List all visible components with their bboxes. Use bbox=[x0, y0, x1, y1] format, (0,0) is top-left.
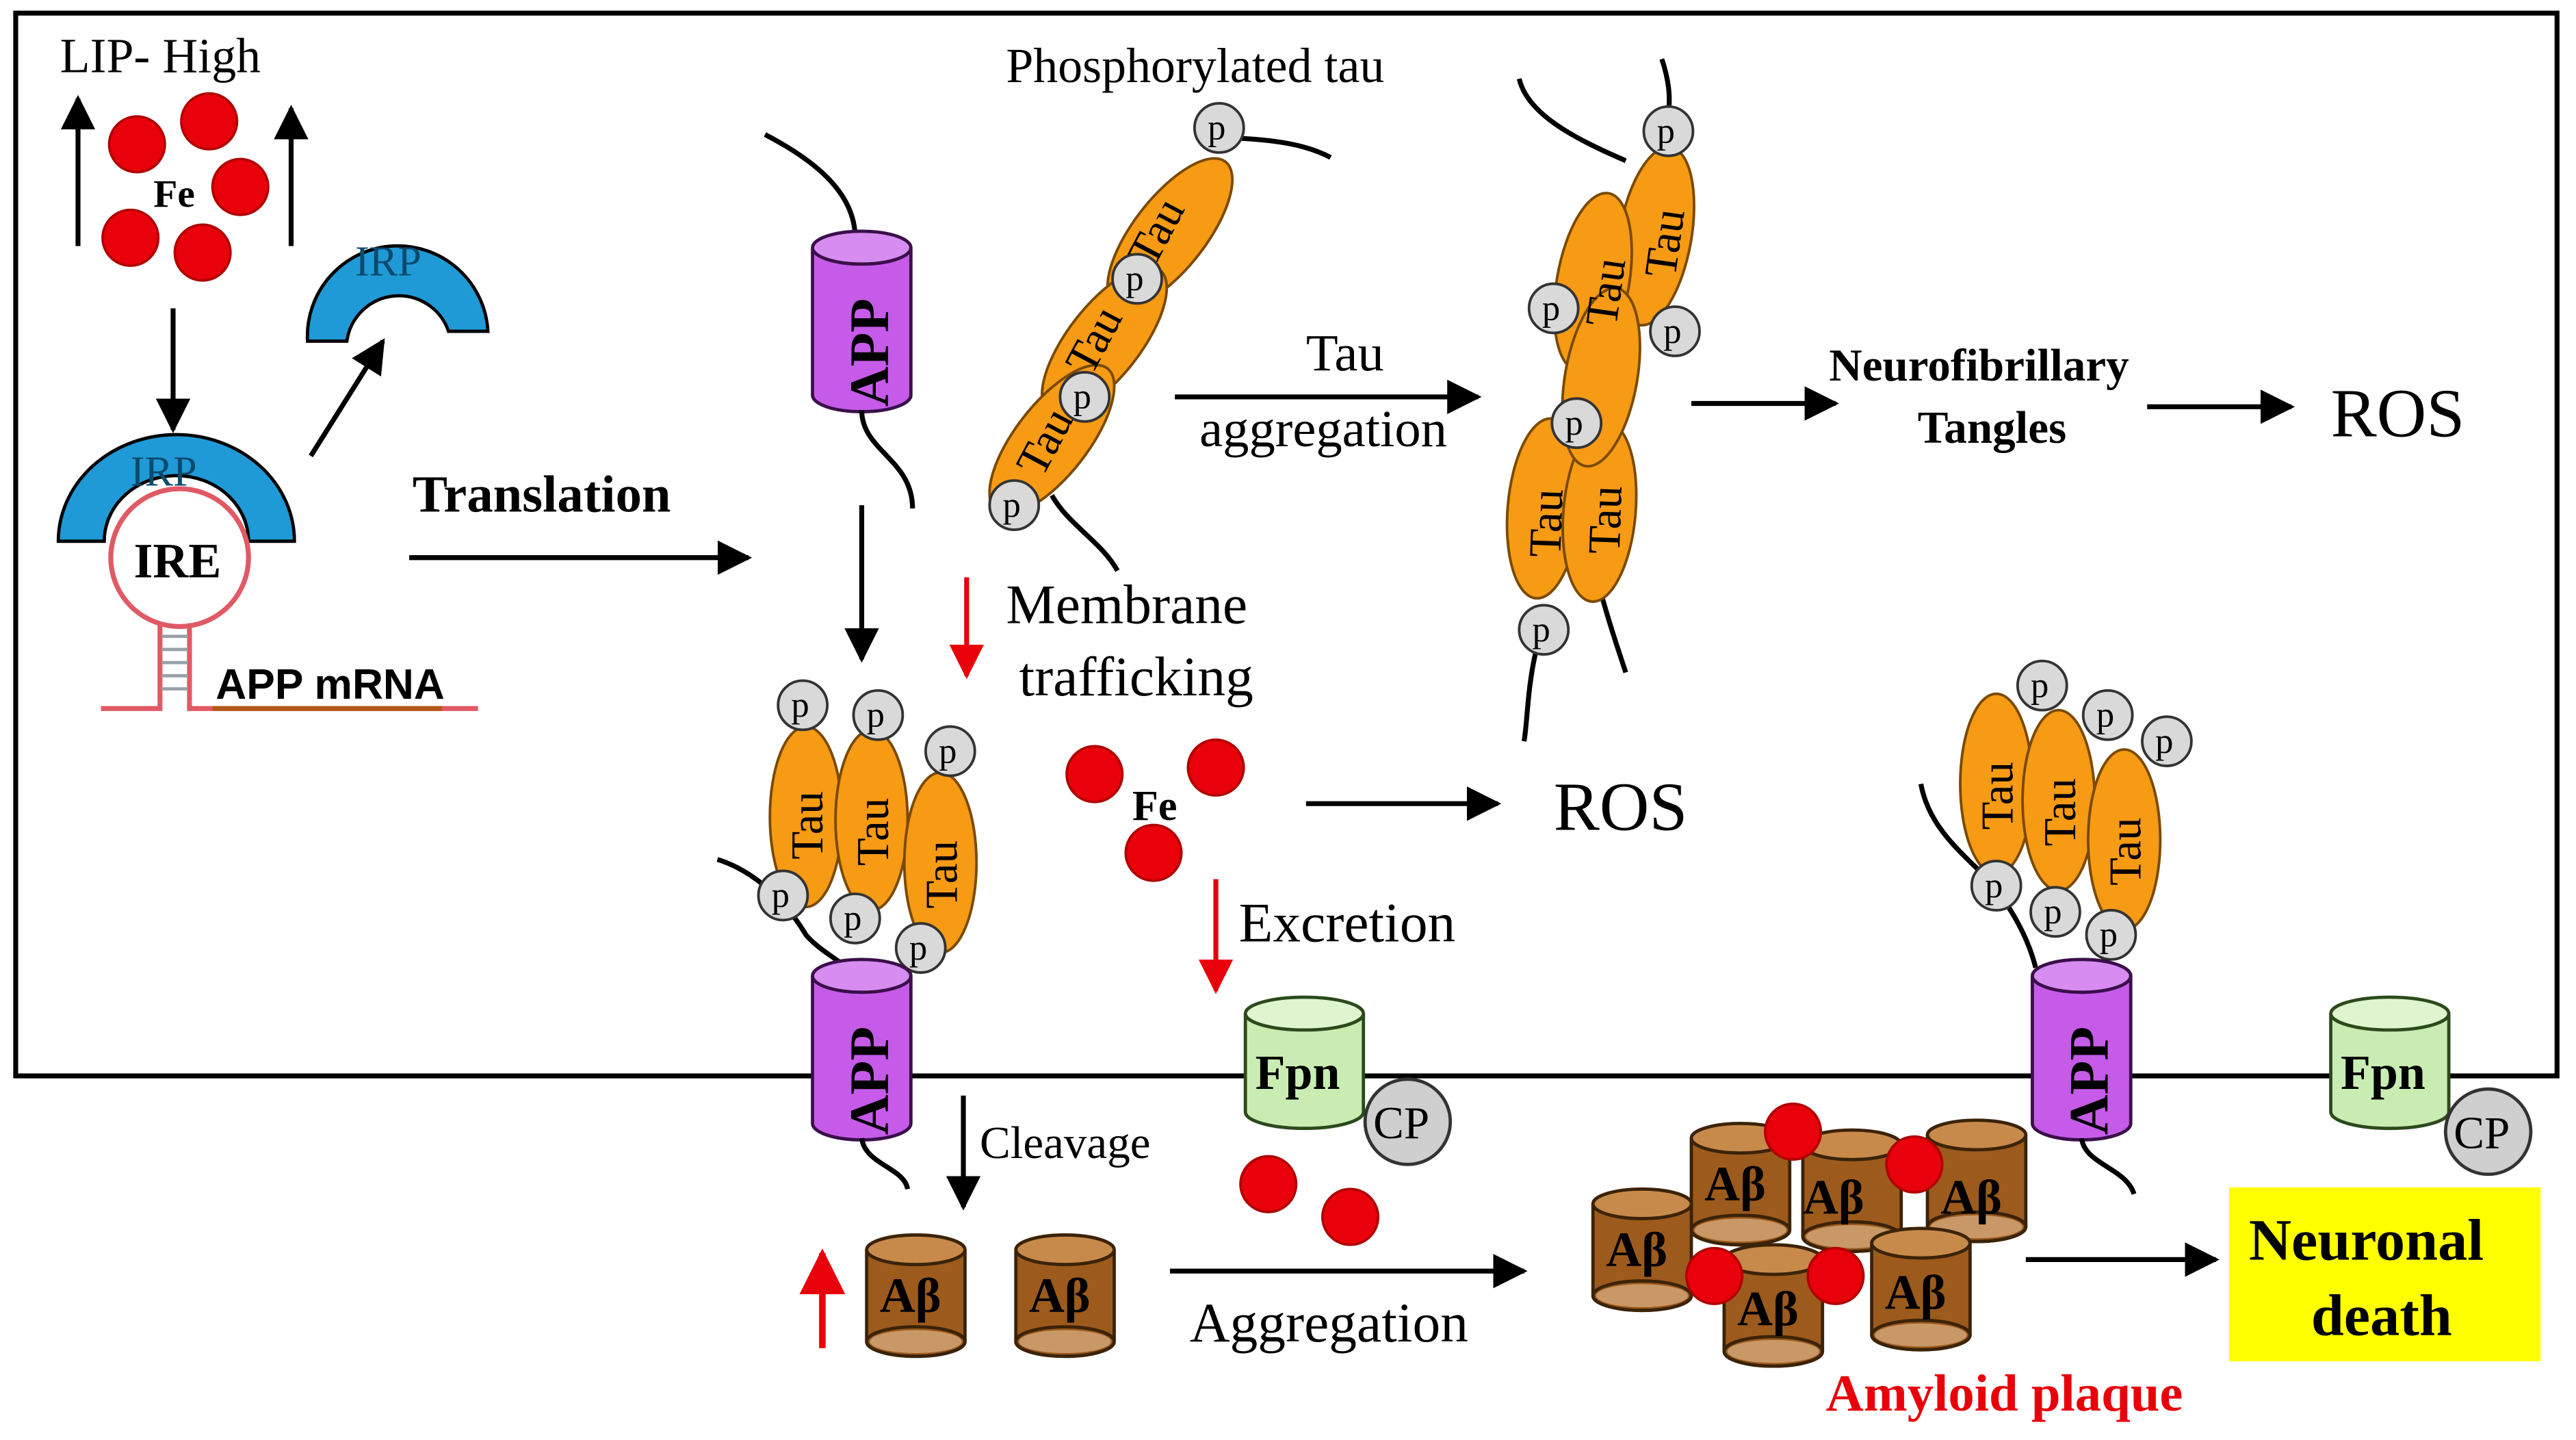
p-label: p bbox=[1542, 288, 1560, 328]
lip-high-label: LIP- High bbox=[60, 28, 261, 83]
amyloid-plaque-cluster: Aβ Aβ Aβ Aβ Aβ Aβ bbox=[1593, 1102, 2026, 1366]
app-label-right: APP bbox=[2058, 1027, 2120, 1135]
ferroportin-mid: Fpn CP bbox=[1245, 997, 1453, 1166]
p-label: p bbox=[867, 695, 885, 735]
aggregation-label: Aggregation bbox=[1190, 1291, 1468, 1354]
abeta-label: Aβ bbox=[1704, 1157, 1766, 1211]
cleavage-label: Cleavage bbox=[980, 1117, 1151, 1168]
abeta-monomer: Aβ bbox=[1016, 1235, 1115, 1356]
p-label: p bbox=[1565, 403, 1583, 443]
tau-label: Tau bbox=[1519, 488, 1572, 558]
neuronal-death-box bbox=[2229, 1187, 2541, 1361]
p-label: p bbox=[1074, 377, 1091, 417]
p-label: p bbox=[2096, 695, 2114, 735]
p-label: p bbox=[1985, 866, 2003, 905]
tau-app-complex-right: Tau Tau Tau p p p p p p APP bbox=[1918, 659, 2193, 1195]
p-label: p bbox=[2100, 915, 2118, 955]
tau-app-complex: Tau Tau Tau p p p p p p APP bbox=[716, 679, 978, 1190]
abeta-label: Aβ bbox=[1803, 1170, 1864, 1224]
tau-label: Tau bbox=[2034, 778, 2085, 847]
cp-mid bbox=[1363, 1077, 1453, 1166]
tau-aggregation-label-1: Tau bbox=[1306, 324, 1384, 383]
irp-label-free: IRP bbox=[355, 238, 421, 285]
p-label: p bbox=[1126, 259, 1143, 298]
cp-label-mid: CP bbox=[1373, 1097, 1429, 1148]
membrane-label-1: Membrane bbox=[1006, 574, 1247, 636]
ire-loop bbox=[108, 486, 251, 630]
ros-label-mid: ROS bbox=[1554, 769, 1688, 845]
fe-label-mid: Fe bbox=[1132, 782, 1178, 830]
abeta-label: Aβ bbox=[880, 1268, 941, 1323]
tau-aggregation-label-2: aggregation bbox=[1199, 400, 1447, 458]
cp-right bbox=[2443, 1087, 2533, 1177]
ferroportin-right: Fpn CP bbox=[2331, 997, 2533, 1177]
tau-label: Tau bbox=[2100, 817, 2151, 886]
irp-free: IRP bbox=[305, 238, 490, 343]
excretion-label: Excretion bbox=[1239, 892, 1456, 954]
cp-label-right: CP bbox=[2454, 1107, 2510, 1158]
p-label: p bbox=[939, 731, 957, 771]
fe-label-top: Fe bbox=[153, 172, 195, 216]
abeta-label: Aβ bbox=[1737, 1281, 1799, 1336]
abeta-label: Aβ bbox=[1940, 1170, 2002, 1224]
p-label: p bbox=[1003, 485, 1021, 525]
p-label: p bbox=[1533, 610, 1550, 650]
tau-label: Tau bbox=[1578, 485, 1632, 554]
abeta-label: Aβ bbox=[1885, 1265, 1947, 1320]
p-label: p bbox=[2044, 892, 2061, 931]
tau-label: Tau bbox=[1635, 205, 1695, 280]
membrane-label-2: trafficking bbox=[1019, 645, 1253, 708]
app-label-top: APP bbox=[838, 298, 900, 407]
tau-label: Tau bbox=[781, 791, 833, 860]
ros-label-top: ROS bbox=[2331, 374, 2465, 451]
irp-release-arrow bbox=[309, 338, 385, 458]
iron-cluster-mid: Fe bbox=[1065, 738, 1245, 882]
p-label: p bbox=[791, 685, 809, 725]
p-label: p bbox=[909, 928, 927, 968]
p-label: p bbox=[1208, 108, 1225, 148]
app-mrna-label: APP mRNA bbox=[216, 661, 445, 708]
app-label-mid: APP bbox=[838, 1027, 900, 1135]
abeta-monomer: Aβ bbox=[867, 1235, 965, 1356]
abeta-label: Aβ bbox=[1029, 1268, 1091, 1323]
fpn-label-right: Fpn bbox=[2341, 1045, 2425, 1100]
app-protein-top: APP bbox=[764, 132, 915, 509]
neurofibrillary-label-2: Tangles bbox=[1918, 402, 2066, 453]
tau-label: Tau bbox=[1575, 255, 1635, 329]
tau-label: Tau bbox=[847, 798, 898, 866]
p-label: p bbox=[2031, 665, 2048, 705]
translation-label: Translation bbox=[413, 465, 671, 524]
p-label: p bbox=[772, 875, 790, 915]
p-label: p bbox=[844, 899, 861, 938]
p-label: p bbox=[2155, 721, 2173, 761]
neuronal-death-label-2: death bbox=[2311, 1283, 2452, 1348]
neuronal-death-label-1: Neuronal bbox=[2249, 1207, 2484, 1272]
abeta-label: Aβ bbox=[1606, 1222, 1667, 1277]
iron-cluster-top: Fe bbox=[101, 92, 270, 282]
neurofibrillary-label-1: Neurofibrillary bbox=[1829, 339, 2129, 391]
aggregated-tau-bundle: Tau Tau Tau Tau p p p p p bbox=[1498, 58, 1708, 742]
tau-label: Tau bbox=[915, 840, 967, 909]
amyloid-plaque-label: Amyloid plaque bbox=[1826, 1364, 2183, 1422]
phosphorylated-tau-chain: Tau Tau Tau p p p p bbox=[966, 102, 1332, 572]
phosphorylated-tau-label: Phosphorylated tau bbox=[1006, 38, 1384, 93]
p-label: p bbox=[1663, 311, 1681, 351]
irp-ire-complex: IRP IRE APP mRNA bbox=[56, 433, 478, 711]
p-label: p bbox=[1657, 111, 1675, 151]
tau-label: Tau bbox=[1972, 762, 2023, 830]
ire-label: IRE bbox=[133, 534, 221, 589]
fpn-label-mid: Fpn bbox=[1256, 1045, 1340, 1100]
